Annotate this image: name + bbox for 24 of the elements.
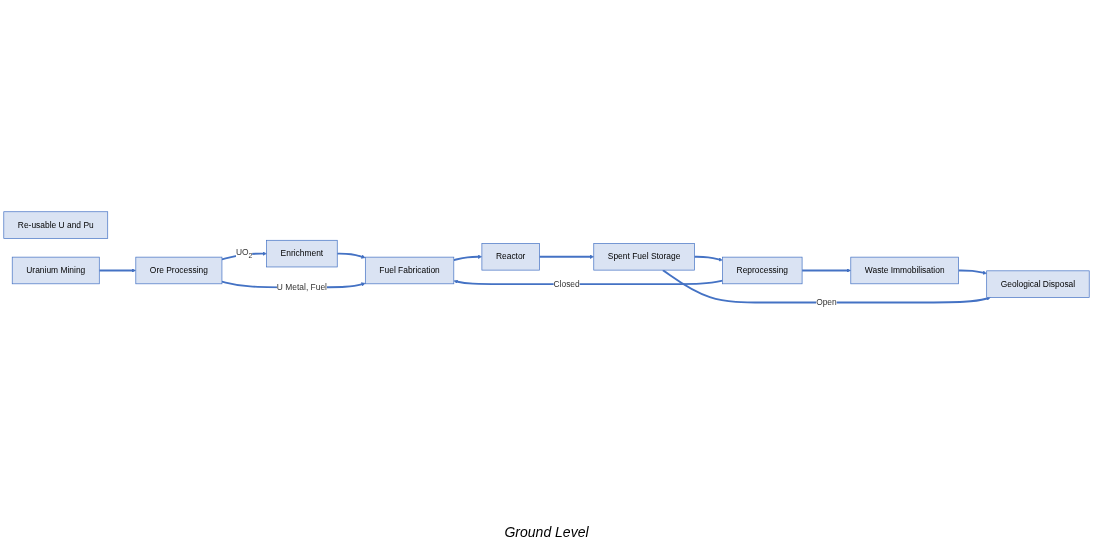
- arrow: [336, 252, 366, 259]
- node-box: Geological Disposal: [986, 270, 1090, 298]
- arrow: [98, 268, 136, 273]
- arrow: [801, 268, 851, 273]
- node-box: Spent Fuel Storage: [593, 242, 695, 271]
- note-text: Ground Level: [504, 524, 589, 540]
- arrow: [693, 255, 723, 262]
- arrow: [957, 269, 987, 275]
- arrow: [453, 279, 724, 285]
- node-box: Enrichment: [266, 239, 338, 268]
- node-box: Re-usable U and Pu: [3, 211, 109, 239]
- node-box: Reprocessing: [722, 256, 803, 284]
- edge-label: U Metal, Fuel: [276, 282, 327, 292]
- node-box: Ore Processing: [135, 256, 223, 284]
- edge-label: UO$_{2}$: [235, 247, 253, 259]
- arrow: [452, 254, 483, 261]
- arrow: [661, 268, 991, 304]
- edge-label: Closed: [553, 278, 580, 289]
- arrow: [538, 254, 594, 259]
- node-box: Reactor: [481, 242, 540, 271]
- node-box: Fuel Fabrication: [364, 256, 455, 284]
- node-box: Waste Immobilisation: [850, 256, 959, 284]
- edge-label: Open: [816, 297, 837, 307]
- node-box: Uranium Mining: [11, 256, 100, 284]
